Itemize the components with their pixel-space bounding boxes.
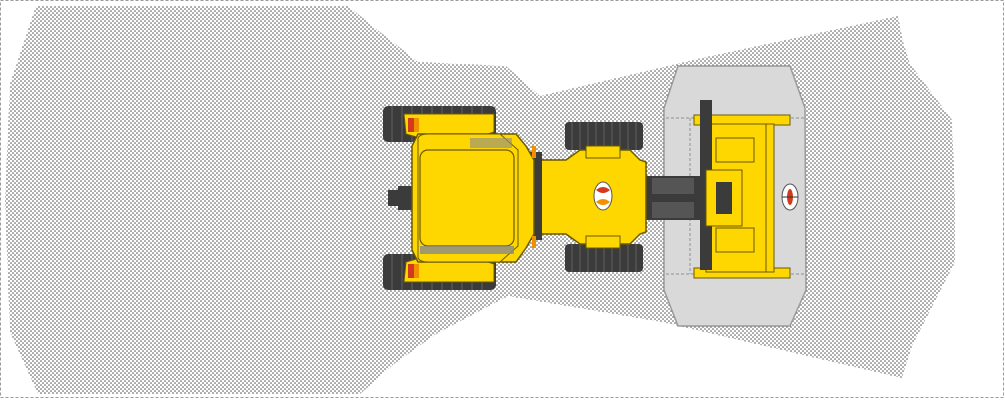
front-light-bottom: [532, 236, 536, 248]
rear-light-bottom: [408, 264, 419, 278]
front-frame-marker-icon: [593, 181, 613, 211]
hydraulic-link: [640, 169, 743, 227]
rear-light-top: [408, 118, 419, 132]
front-tire-top: [565, 122, 643, 150]
bucket-marker-icon: [781, 183, 799, 211]
front-tire-bottom: [565, 244, 643, 272]
cab-roof: [419, 149, 515, 247]
front-light-top: [532, 146, 536, 158]
front-frame: [539, 145, 647, 249]
rear-hitch: [388, 186, 414, 210]
rear-body: [411, 133, 535, 263]
